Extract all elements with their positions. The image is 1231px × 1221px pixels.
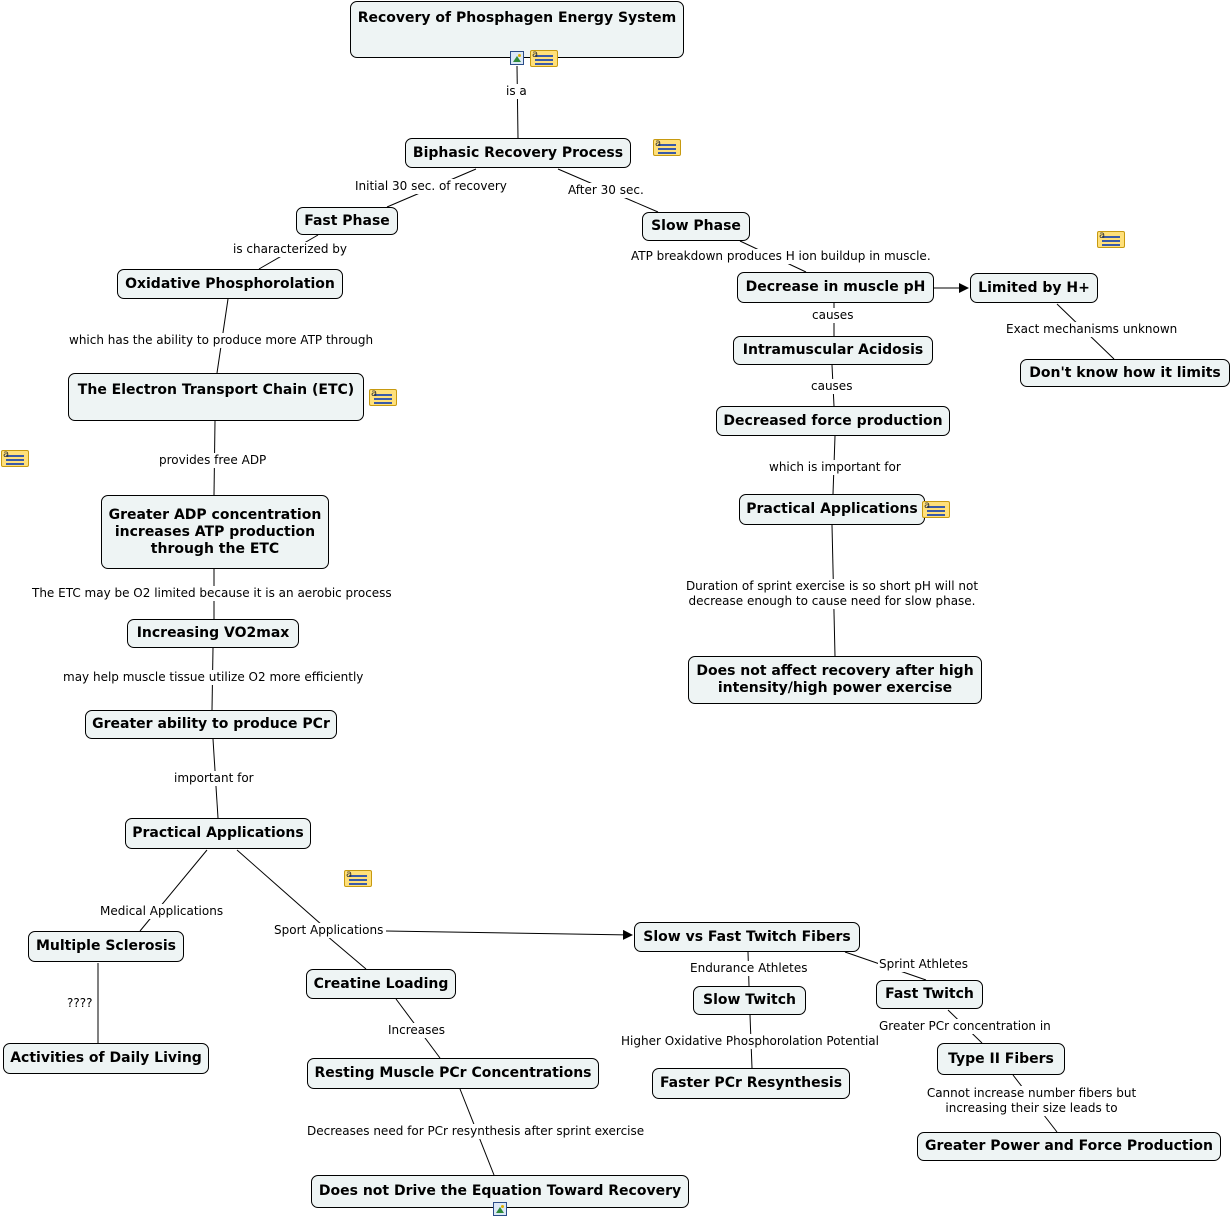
node-faster-pcr[interactable]: Faster PCr Resynthesis xyxy=(652,1068,850,1099)
image-icon[interactable] xyxy=(493,1202,507,1216)
label-characterized: is characterized by xyxy=(232,242,349,257)
label-is-a: is a xyxy=(505,84,528,99)
label-which-important: which is important for xyxy=(768,460,902,475)
label-increases: Increases xyxy=(387,1023,447,1038)
label-decreases-need: Decreases need for PCr resynthesis after… xyxy=(306,1124,646,1139)
note-icon[interactable] xyxy=(653,138,681,156)
link-practical-sport xyxy=(236,849,323,926)
node-pcr-ability[interactable]: Greater ability to produce PCr xyxy=(85,710,337,739)
label-important-for: important for xyxy=(173,771,255,786)
label-o2-limited: The ETC may be O2 limited because it is … xyxy=(31,586,393,601)
node-biphasic[interactable]: Biphasic Recovery Process xyxy=(405,138,631,168)
node-practical-right[interactable]: Practical Applications xyxy=(739,494,925,525)
label-endurance: Endurance Athletes xyxy=(689,961,809,976)
link-root-biphasic xyxy=(516,65,519,139)
node-root[interactable]: Recovery of Phosphagen Energy System xyxy=(350,1,684,58)
node-not-drive[interactable]: Does not Drive the Equation Toward Recov… xyxy=(311,1175,689,1208)
label-causes-2: causes xyxy=(810,379,854,394)
node-adl[interactable]: Activities of Daily Living xyxy=(3,1043,209,1074)
note-icon[interactable] xyxy=(1097,230,1125,248)
label-causes-1: causes xyxy=(811,308,855,323)
node-ms[interactable]: Multiple Sclerosis xyxy=(28,931,184,962)
label-medical: Medical Applications xyxy=(99,904,225,919)
note-icon[interactable] xyxy=(922,500,950,518)
node-decreased-force[interactable]: Decreased force production xyxy=(716,406,950,436)
label-exact-unknown: Exact mechanisms unknown xyxy=(1005,322,1179,337)
label-ability-atp: which has the ability to produce more AT… xyxy=(68,333,375,348)
note-icon[interactable] xyxy=(1,449,29,467)
note-icon[interactable] xyxy=(344,869,372,887)
label-after-30: After 30 sec. xyxy=(567,183,645,198)
node-dont-know[interactable]: Don't know how it limits xyxy=(1020,359,1230,387)
node-greater-power[interactable]: Greater Power and Force Production xyxy=(917,1132,1221,1161)
label-free-adp: provides free ADP xyxy=(158,453,268,468)
node-oxidative[interactable]: Oxidative Phosphorolation xyxy=(117,269,343,299)
node-vo2max[interactable]: Increasing VO2max xyxy=(127,619,299,648)
node-practical-left[interactable]: Practical Applications xyxy=(125,818,311,849)
note-icon[interactable] xyxy=(530,49,558,67)
node-fast-twitch[interactable]: Fast Twitch xyxy=(876,980,983,1009)
label-sprint: Sprint Athletes xyxy=(878,957,969,972)
node-resting-pcr[interactable]: Resting Muscle PCr Concentrations xyxy=(307,1058,599,1089)
label-cannot-increase: Cannot increase number fibers but increa… xyxy=(925,1086,1138,1116)
label-greater-pcr-in: Greater PCr concentration in xyxy=(878,1019,1052,1034)
node-greater-adp[interactable]: Greater ADP concentration increases ATP … xyxy=(101,495,329,569)
node-slow-phase[interactable]: Slow Phase xyxy=(642,212,750,241)
label-sport: Sport Applications xyxy=(273,923,385,938)
node-limited[interactable]: Limited by H+ xyxy=(970,273,1098,303)
label-higher-ox: Higher Oxidative Phosphorolation Potenti… xyxy=(620,1034,880,1049)
label-initial-30: Initial 30 sec. of recovery xyxy=(354,179,508,194)
node-creatine[interactable]: Creatine Loading xyxy=(306,969,456,999)
node-fast-phase[interactable]: Fast Phase xyxy=(296,207,398,235)
label-atp-breakdown: ATP breakdown produces H ion buildup in … xyxy=(630,249,932,264)
node-slow-twitch[interactable]: Slow Twitch xyxy=(693,986,806,1015)
label-duration-sprint: Duration of sprint exercise is so short … xyxy=(680,579,984,609)
link-sport-fibers-arrow xyxy=(385,929,633,940)
node-type2[interactable]: Type II Fibers xyxy=(937,1043,1065,1075)
note-icon[interactable] xyxy=(369,388,397,406)
node-etc[interactable]: The Electron Transport Chain (ETC) xyxy=(68,373,364,421)
node-no-affect[interactable]: Does not affect recovery after high inte… xyxy=(688,656,982,704)
label-utilize-o2: may help muscle tissue utilize O2 more e… xyxy=(62,670,365,685)
node-ph[interactable]: Decrease in muscle pH xyxy=(737,272,934,303)
image-icon[interactable] xyxy=(510,51,524,65)
node-acidosis[interactable]: Intramuscular Acidosis xyxy=(733,336,933,365)
node-fibers[interactable]: Slow vs Fast Twitch Fibers xyxy=(634,922,860,952)
label-question: ???? xyxy=(66,996,94,1011)
